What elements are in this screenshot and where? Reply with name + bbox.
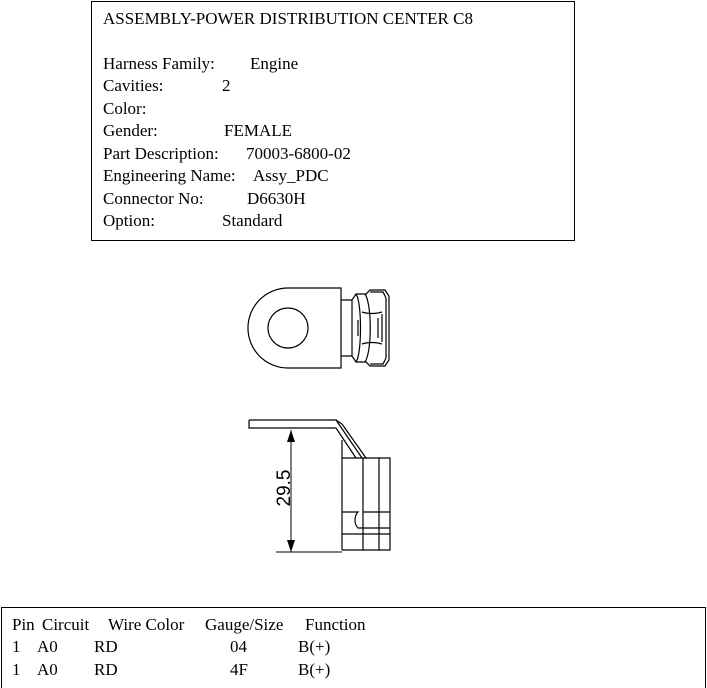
info-row-harness-family: Harness Family: Engine xyxy=(103,53,298,76)
connector-no-label: Connector No: xyxy=(103,189,204,208)
terminal-top-view xyxy=(247,287,390,369)
option-value: Standard xyxy=(222,211,283,230)
dimension-annotation xyxy=(276,430,342,553)
engineering-name-label: Engineering Name: xyxy=(103,166,236,185)
dimension-arrow-bottom xyxy=(287,540,295,552)
cavities-label: Cavities: xyxy=(103,76,164,95)
row2-pin: 1 xyxy=(12,660,21,679)
row2-wire-color: RD xyxy=(94,660,118,679)
header-circuit: Circuit xyxy=(42,615,90,634)
row1-circuit: A0 xyxy=(37,637,58,656)
tongue-outline xyxy=(248,419,343,429)
header-function: Function xyxy=(305,615,366,634)
info-row-cavities: Cavities: 2 xyxy=(103,75,231,98)
dimension-arrow-top xyxy=(287,430,295,442)
row2-function: B(+) xyxy=(298,660,331,679)
crimp-barrel-outline xyxy=(341,289,390,367)
info-row-gender: Gender: FEMALE xyxy=(103,120,292,143)
header-gauge-size: Gauge/Size xyxy=(205,615,284,634)
engineering-name-value: Assy_PDC xyxy=(253,166,329,185)
row1-function: B(+) xyxy=(298,637,331,656)
option-label: Option: xyxy=(103,211,155,230)
row2-circuit: A0 xyxy=(37,660,58,679)
ring-terminal-outline xyxy=(247,287,342,369)
gender-value: FEMALE xyxy=(224,121,292,140)
part-description-value: 70003-6800-02 xyxy=(246,144,351,163)
terminal-drawing: 29.5 xyxy=(247,287,391,553)
part-description-label: Part Description: xyxy=(103,144,219,163)
info-row-connector-no: Connector No: D6630H xyxy=(103,188,306,211)
barrel-side-outline xyxy=(341,440,391,551)
dimension-label: 29.5 xyxy=(274,470,295,507)
harness-family-value: Engine xyxy=(250,54,299,73)
pin-table: Pin Circuit Wire Color Gauge/Size Functi… xyxy=(1,607,706,688)
row2-gauge-size: 4F xyxy=(230,660,248,679)
info-row-part-description: Part Description: 70003-6800-02 xyxy=(103,143,351,166)
info-row-color: Color: xyxy=(103,98,146,121)
terminal-side-view xyxy=(248,419,391,551)
info-row-option: Option: Standard xyxy=(103,210,282,233)
gender-label: Gender: xyxy=(103,121,158,140)
color-label: Color: xyxy=(103,99,147,118)
cavities-value: 2 xyxy=(222,76,231,95)
row1-gauge-size: 04 xyxy=(230,637,247,656)
row1-wire-color: RD xyxy=(94,637,118,656)
connector-info-box: ASSEMBLY-POWER DISTRIBUTION CENTER C8 Ha… xyxy=(91,1,575,241)
row1-pin: 1 xyxy=(12,637,21,656)
header-pin: Pin xyxy=(12,615,35,634)
connector-no-value: D6630H xyxy=(247,189,306,208)
ring-hole xyxy=(267,307,309,349)
info-row-engineering-name: Engineering Name: Assy_PDC xyxy=(103,165,329,188)
harness-family-label: Harness Family: xyxy=(103,54,215,73)
connector-title: ASSEMBLY-POWER DISTRIBUTION CENTER C8 xyxy=(103,9,473,28)
header-wire-color: Wire Color xyxy=(108,615,185,634)
